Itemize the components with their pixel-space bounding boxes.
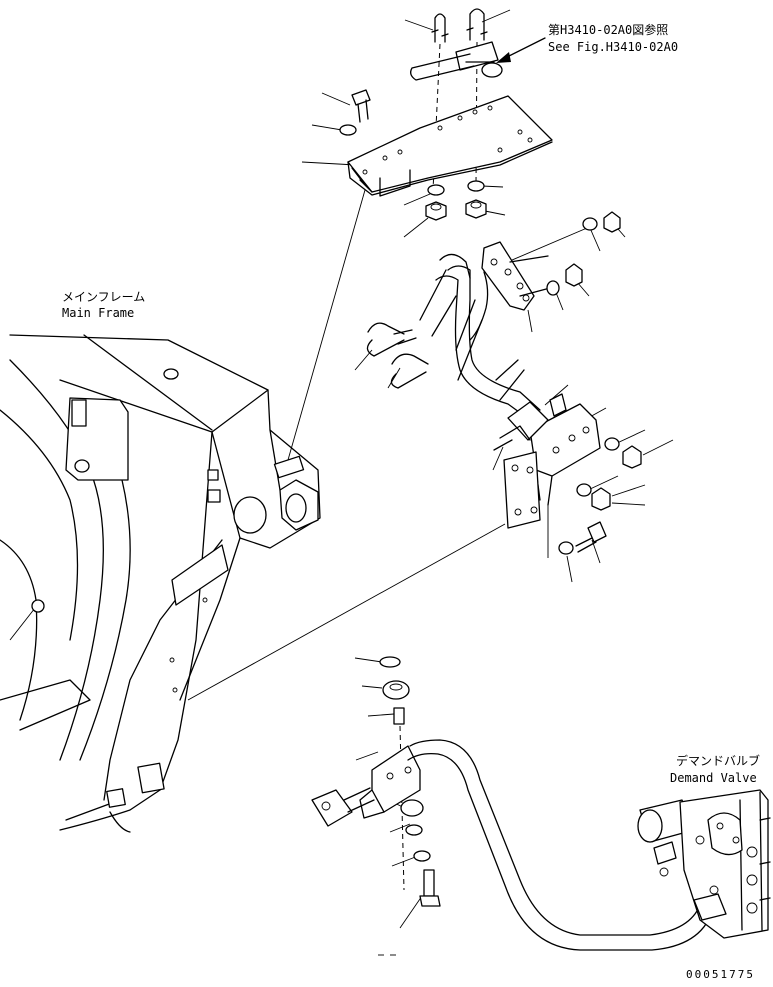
main-frame bbox=[0, 334, 321, 833]
main-frame-label-jp: メインフレーム bbox=[62, 290, 145, 304]
main-frame-label-en: Main Frame bbox=[62, 306, 134, 320]
mounting-bracket bbox=[347, 95, 553, 197]
drawing-number: 00051775 bbox=[686, 968, 755, 981]
hydraulic-pipe bbox=[407, 739, 713, 951]
washer-upper bbox=[339, 124, 357, 136]
u-bolt-top-right bbox=[466, 8, 488, 41]
nut-right bbox=[465, 199, 487, 219]
reference-arrow bbox=[496, 37, 546, 63]
assembly-lines bbox=[187, 189, 588, 701]
nut-left bbox=[425, 201, 447, 221]
reference-label-en: See Fig.H3410-02A0 bbox=[548, 40, 678, 54]
demand-valve bbox=[637, 789, 771, 939]
lower-mount-parts bbox=[311, 656, 441, 907]
washer-right bbox=[467, 180, 485, 192]
washer-left bbox=[427, 184, 445, 196]
lever-assembly bbox=[366, 211, 642, 555]
clamp-block bbox=[410, 41, 503, 81]
u-bolt-top-left bbox=[431, 13, 449, 43]
demand-valve-label-jp: デマンドバルブ bbox=[676, 753, 760, 768]
bolt-upper bbox=[351, 89, 371, 123]
reference-label-jp: 第H3410-02A0図参照 bbox=[548, 22, 668, 37]
demand-valve-label-en: Demand Valve bbox=[670, 771, 757, 785]
